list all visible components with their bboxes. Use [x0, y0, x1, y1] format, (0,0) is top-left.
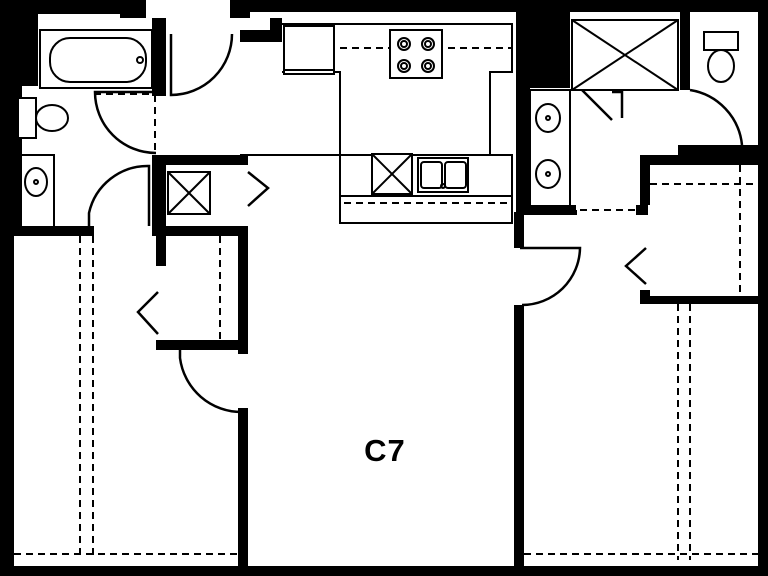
lower-counter: [339, 154, 513, 224]
interior-walls: [14, 18, 758, 566]
bath-door: [93, 90, 157, 155]
shower-door: [579, 87, 624, 121]
right-vanity-sink: [535, 103, 561, 133]
kitchen: [240, 23, 513, 224]
left-bath: [17, 29, 153, 228]
closet-bifold: [624, 247, 647, 285]
bedroom-1-door: [178, 350, 243, 414]
right-vanity-sink: [535, 159, 561, 189]
kitchen-counter: [282, 23, 513, 156]
entry-door: [169, 33, 234, 97]
master-bath-door: [689, 88, 744, 146]
range: [389, 29, 443, 79]
refrigerator: [283, 25, 335, 75]
unit-label: C7: [364, 433, 406, 468]
left-vanity-sink: [24, 167, 48, 197]
toilet-tank: [703, 31, 739, 51]
closet-bifold: [247, 171, 270, 207]
toilet-bowl: [707, 49, 735, 83]
vanity-door: [87, 164, 151, 226]
utility-closet: [167, 171, 211, 215]
dashed-lines: [14, 47, 758, 560]
doors: [87, 33, 744, 414]
bedroom-2-door: [520, 246, 582, 307]
toilet-tank: [17, 97, 37, 139]
toilet-bowl: [35, 104, 69, 132]
closet-bifold: [136, 291, 159, 335]
right-bath: [529, 19, 739, 207]
